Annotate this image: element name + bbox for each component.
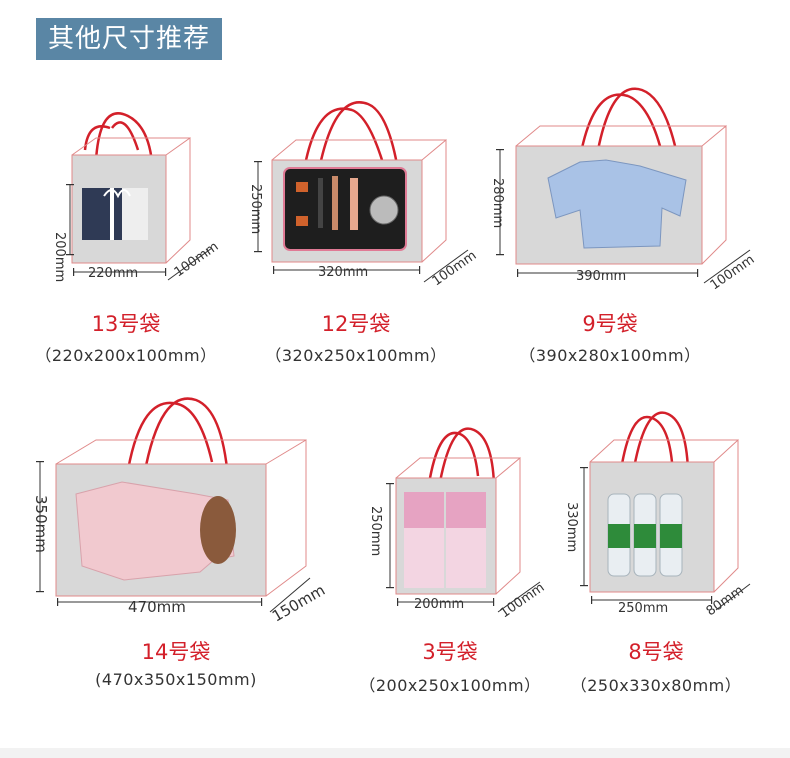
bag-3-dims: （200x250x100mm） xyxy=(359,676,541,695)
bag-14-height-label: 350mm xyxy=(32,495,50,553)
bag-3-depth-label: 100mm xyxy=(498,580,548,621)
bag-3-width-label: 200mm xyxy=(414,597,464,612)
bag-12-height-label: 250mm xyxy=(248,184,263,234)
bag-8-dims: （250x330x80mm） xyxy=(570,676,742,695)
bag-9-height-label: 280mm xyxy=(490,178,505,228)
bag-13-width-label: 220mm xyxy=(88,266,138,281)
bag-3-height-label: 250mm xyxy=(368,506,383,556)
bag-12 xyxy=(254,101,469,283)
bag-9 xyxy=(496,87,751,284)
bottom-divider xyxy=(0,748,790,758)
bag-13 xyxy=(66,112,213,281)
bag-8-width-label: 250mm xyxy=(618,601,668,616)
bag-14-name: 14号袋 xyxy=(141,640,211,664)
bag-12-name: 12号袋 xyxy=(321,312,391,336)
bag-12-width-label: 320mm xyxy=(318,265,368,280)
bag-13-height-label: 200mm xyxy=(52,232,67,282)
bag-8-name: 8号袋 xyxy=(628,640,684,664)
bag-9-dims: （390x280x100mm） xyxy=(519,346,701,365)
page-title-banner: 其他尺寸推荐 xyxy=(36,18,222,60)
bag-9-width-label: 390mm xyxy=(576,269,626,284)
bag-9-name: 9号袋 xyxy=(582,312,638,336)
bag-3-name: 3号袋 xyxy=(422,640,478,664)
bag-14-width-label: 470mm xyxy=(128,598,186,616)
bag-12-dims: （320x250x100mm） xyxy=(265,346,447,365)
bag-8 xyxy=(580,411,751,611)
bag-8-height-label: 330mm xyxy=(564,502,579,552)
bag-13-depth-label: 100mm xyxy=(172,239,222,280)
bag-14-dims: (470x350x150mm) xyxy=(95,670,257,689)
bag-13-name: 13号袋 xyxy=(91,312,161,336)
bag-3 xyxy=(386,427,541,613)
bag-9-depth-label: 100mm xyxy=(708,252,758,293)
bag-14 xyxy=(36,397,311,613)
bag-12-depth-label: 100mm xyxy=(430,248,480,289)
bag-13-dims: （220x200x100mm） xyxy=(35,346,217,365)
